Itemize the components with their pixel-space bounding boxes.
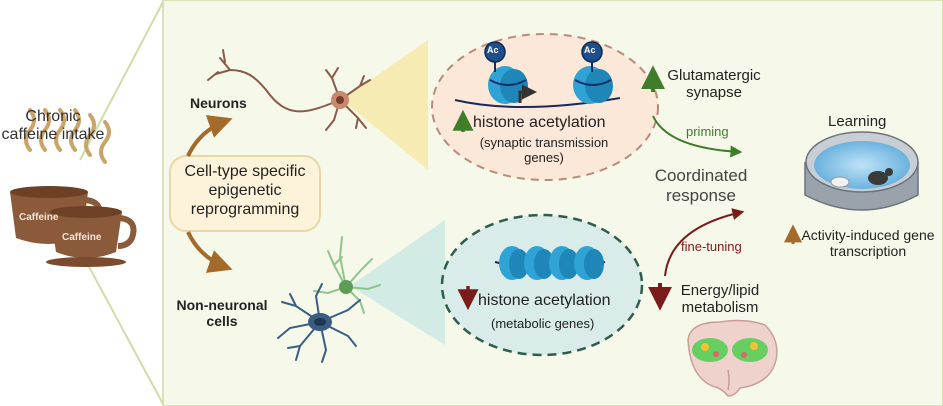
- learning-label: Learning: [828, 113, 887, 130]
- brain-slice-icon: [687, 319, 778, 397]
- bottom-acetylation-label: histone acetylation: [478, 292, 611, 309]
- reprogramming-box: [169, 155, 321, 232]
- compact-nucleosomes-icon: [499, 246, 604, 280]
- water-maze-icon: [804, 131, 919, 211]
- ac-label-2: Ac: [584, 45, 596, 55]
- priming-label: priming: [686, 124, 729, 139]
- steam-icon: [24, 108, 111, 164]
- cup-label-2: Caffeine: [62, 232, 102, 243]
- glia-zoom-cone: [350, 220, 445, 345]
- neurons-label: Neurons: [190, 95, 247, 111]
- fine-tuning-arrow: [664, 208, 745, 277]
- coordinated-label: Coordinated response: [654, 166, 748, 205]
- arrow-to-glia: [186, 231, 233, 273]
- non-neuronal-label: Non-neuronal cells: [176, 297, 268, 330]
- nucleosome-icon-2: [573, 66, 613, 104]
- ac-badge-1: [484, 41, 506, 63]
- bottom-oval: [440, 213, 644, 357]
- ac-label-1: Ac: [487, 45, 499, 55]
- priming-arrow: [652, 115, 743, 158]
- zoom-line-bottom: [79, 249, 164, 405]
- energy-label: Energy/lipid metabolism: [680, 282, 760, 317]
- reprogramming-label: Cell-type specific epigenetic reprogramm…: [184, 163, 306, 219]
- top-genes-label: (synaptic transmission genes): [479, 135, 609, 165]
- neuron-zoom-cone: [342, 40, 428, 170]
- cup-label-1: Caffeine: [19, 212, 59, 223]
- intake-title: Chronic caffeine intake: [1, 108, 105, 144]
- fine-tuning-label: fine-tuning: [681, 239, 742, 254]
- tss-arrow-icon: [518, 84, 537, 103]
- glutamatergic-label: Glutamatergic synapse: [667, 67, 761, 102]
- activity-label: Activity-induced gene transcription: [801, 227, 935, 260]
- arrow-to-neurons: [186, 115, 233, 157]
- ac-badge-2: [581, 41, 603, 63]
- zoom-line-top: [79, 1, 164, 161]
- coffee-cup-front-icon: [46, 206, 137, 267]
- neuron-icon: [207, 49, 371, 131]
- bottom-genes-label: (metabolic genes): [491, 316, 595, 331]
- top-acetylation-label: histone acetylation: [473, 114, 606, 131]
